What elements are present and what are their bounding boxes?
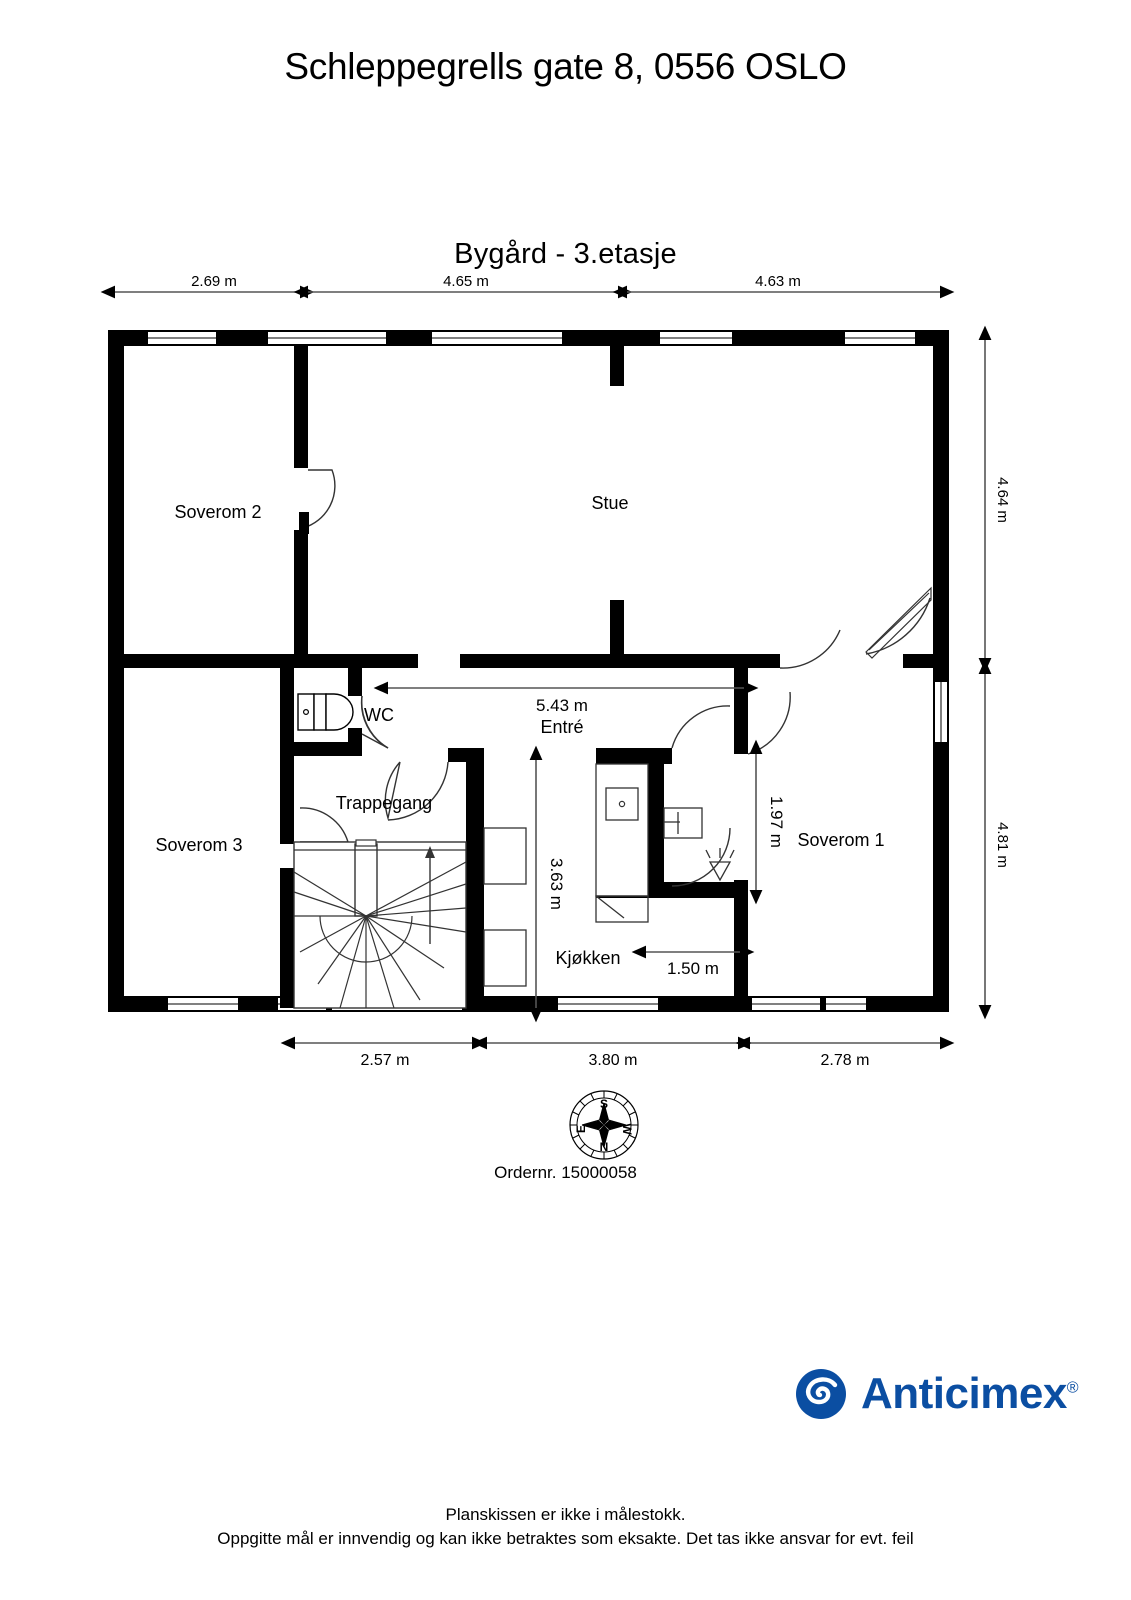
dimension-trappegang-depth: 3.63 m: [547, 858, 566, 910]
dimension-group-interior: 5.43 m 3.63 m 1.97 m 1.50 m: [373, 681, 786, 1023]
dimension-group-top: 2.69 m 4.65 m 4.63 m: [100, 273, 955, 299]
dimension-top-1: 2.69 m: [191, 273, 237, 290]
brand-logo: Anticimex®: [795, 1368, 1079, 1420]
dimension-entre-width: 5.43 m: [536, 696, 588, 715]
dimension-bottom-2: 3.80 m: [589, 1052, 638, 1069]
room-labels: Soverom 2 Stue WC Entré Trappegang Sover…: [155, 493, 884, 968]
bathroom-fixtures: [663, 807, 735, 882]
brand-registered-mark: ®: [1066, 1379, 1079, 1397]
dimension-bottom-3: 2.78 m: [821, 1052, 870, 1069]
dimension-right-1: 4.64 m: [994, 477, 1011, 523]
disclaimer-line-1: Planskissen er ikke i målestokk.: [445, 1505, 686, 1524]
plan-subtitle: Bygård - 3.etasje: [454, 238, 677, 270]
walls: [108, 330, 949, 1012]
balcony-detail: [865, 586, 932, 659]
brand-name-text: Anticimex: [861, 1369, 1067, 1418]
room-label-entre: Entré: [540, 717, 583, 737]
room-label-soverom-3: Soverom 3: [155, 835, 242, 855]
dimension-top-3: 4.63 m: [755, 273, 801, 290]
room-label-trappegang: Trappegang: [336, 793, 432, 813]
room-label-kjokken: Kjøkken: [555, 948, 620, 968]
floorplan-drawing: 2.69 m 4.65 m 4.63 m 4.64 m 4.81 m 2.57 …: [100, 273, 1011, 1160]
room-label-soverom-2: Soverom 2: [174, 502, 261, 522]
order-number: Ordernr. 15000058: [494, 1163, 637, 1182]
compass-label-south: S: [600, 1097, 608, 1111]
toilet-fixture: [297, 693, 354, 731]
room-label-soverom-1: Soverom 1: [797, 830, 884, 850]
dimension-group-bottom: 2.57 m 3.80 m 2.78 m: [280, 1036, 955, 1069]
kitchen-fixtures: [483, 763, 649, 987]
door-swings: [299, 469, 931, 897]
dimension-group-right: 4.64 m 4.81 m: [978, 325, 1011, 1020]
compass-label-north: N: [600, 1140, 609, 1154]
dimension-kjokken-width: 1.50 m: [667, 959, 719, 978]
room-label-wc: WC: [364, 705, 394, 725]
anticimex-swirl-icon: [796, 1369, 846, 1419]
dimension-top-2: 4.65 m: [443, 273, 489, 290]
dimension-bottom-1: 2.57 m: [361, 1052, 410, 1069]
compass-label-west: W: [620, 1123, 634, 1135]
brand-name: Anticimex®: [861, 1369, 1079, 1419]
compass-rose: S N E W: [569, 1090, 639, 1160]
dimension-bad-height: 1.97 m: [767, 796, 786, 848]
staircase: [293, 839, 467, 1009]
page-title: Schleppegrells gate 8, 0556 OSLO: [284, 46, 847, 87]
compass-label-east: E: [574, 1125, 588, 1133]
disclaimer-line-2: Oppgitte mål er innvendig og kan ikke be…: [217, 1529, 914, 1548]
room-label-stue: Stue: [591, 493, 628, 513]
dimension-right-2: 4.81 m: [994, 822, 1011, 868]
